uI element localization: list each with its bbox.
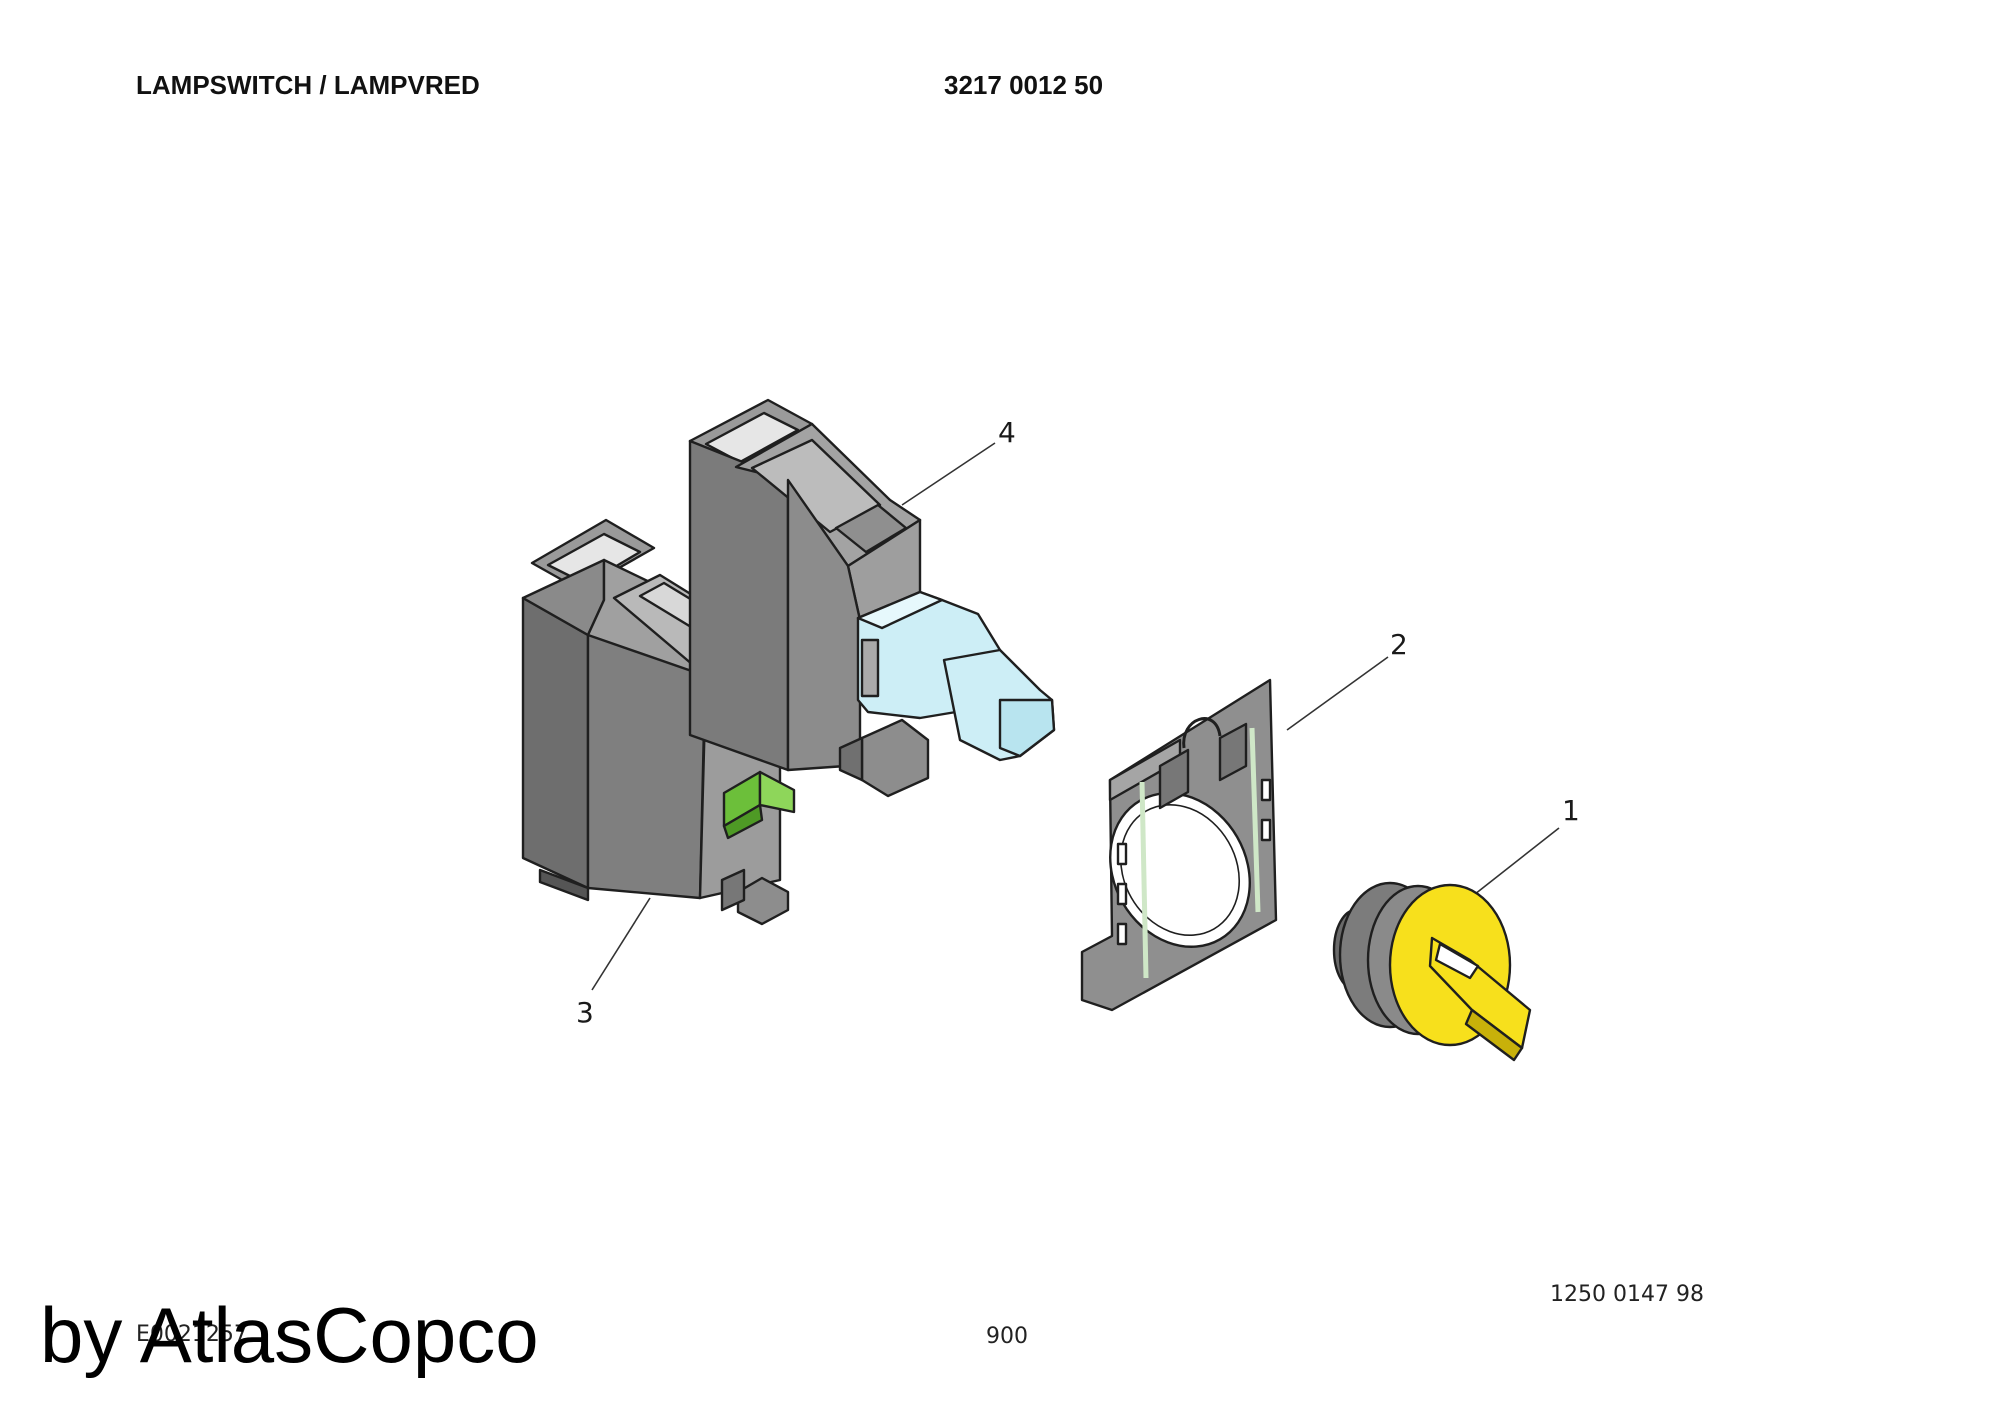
watermark-atlascopco: by AtlasCopco — [40, 1291, 539, 1379]
lamp-bulb — [856, 590, 1056, 762]
reference-number: 1250 0147 98 — [1550, 1282, 1704, 1307]
part-number: 3217 0012 50 — [944, 70, 1104, 100]
callout-1: 1 — [1562, 794, 1580, 827]
leader-line-4 — [901, 442, 996, 506]
drawing-code: E0021257 — [136, 1322, 248, 1347]
leader-line-2 — [1286, 656, 1389, 731]
leader-line-1 — [1469, 827, 1560, 899]
callout-2: 2 — [1390, 628, 1408, 661]
callout-3: 3 — [576, 996, 594, 1029]
drawing-title: LAMPSWITCH / LAMPVRED — [136, 70, 480, 100]
part-1-selector-knob — [1332, 881, 1532, 1062]
part-2-mounting-collar — [1080, 678, 1278, 1012]
callout-4: 4 — [998, 416, 1016, 449]
part-4-lamp-block — [688, 398, 930, 798]
leader-line-3 — [591, 897, 651, 991]
page-number: 900 — [986, 1324, 1028, 1349]
